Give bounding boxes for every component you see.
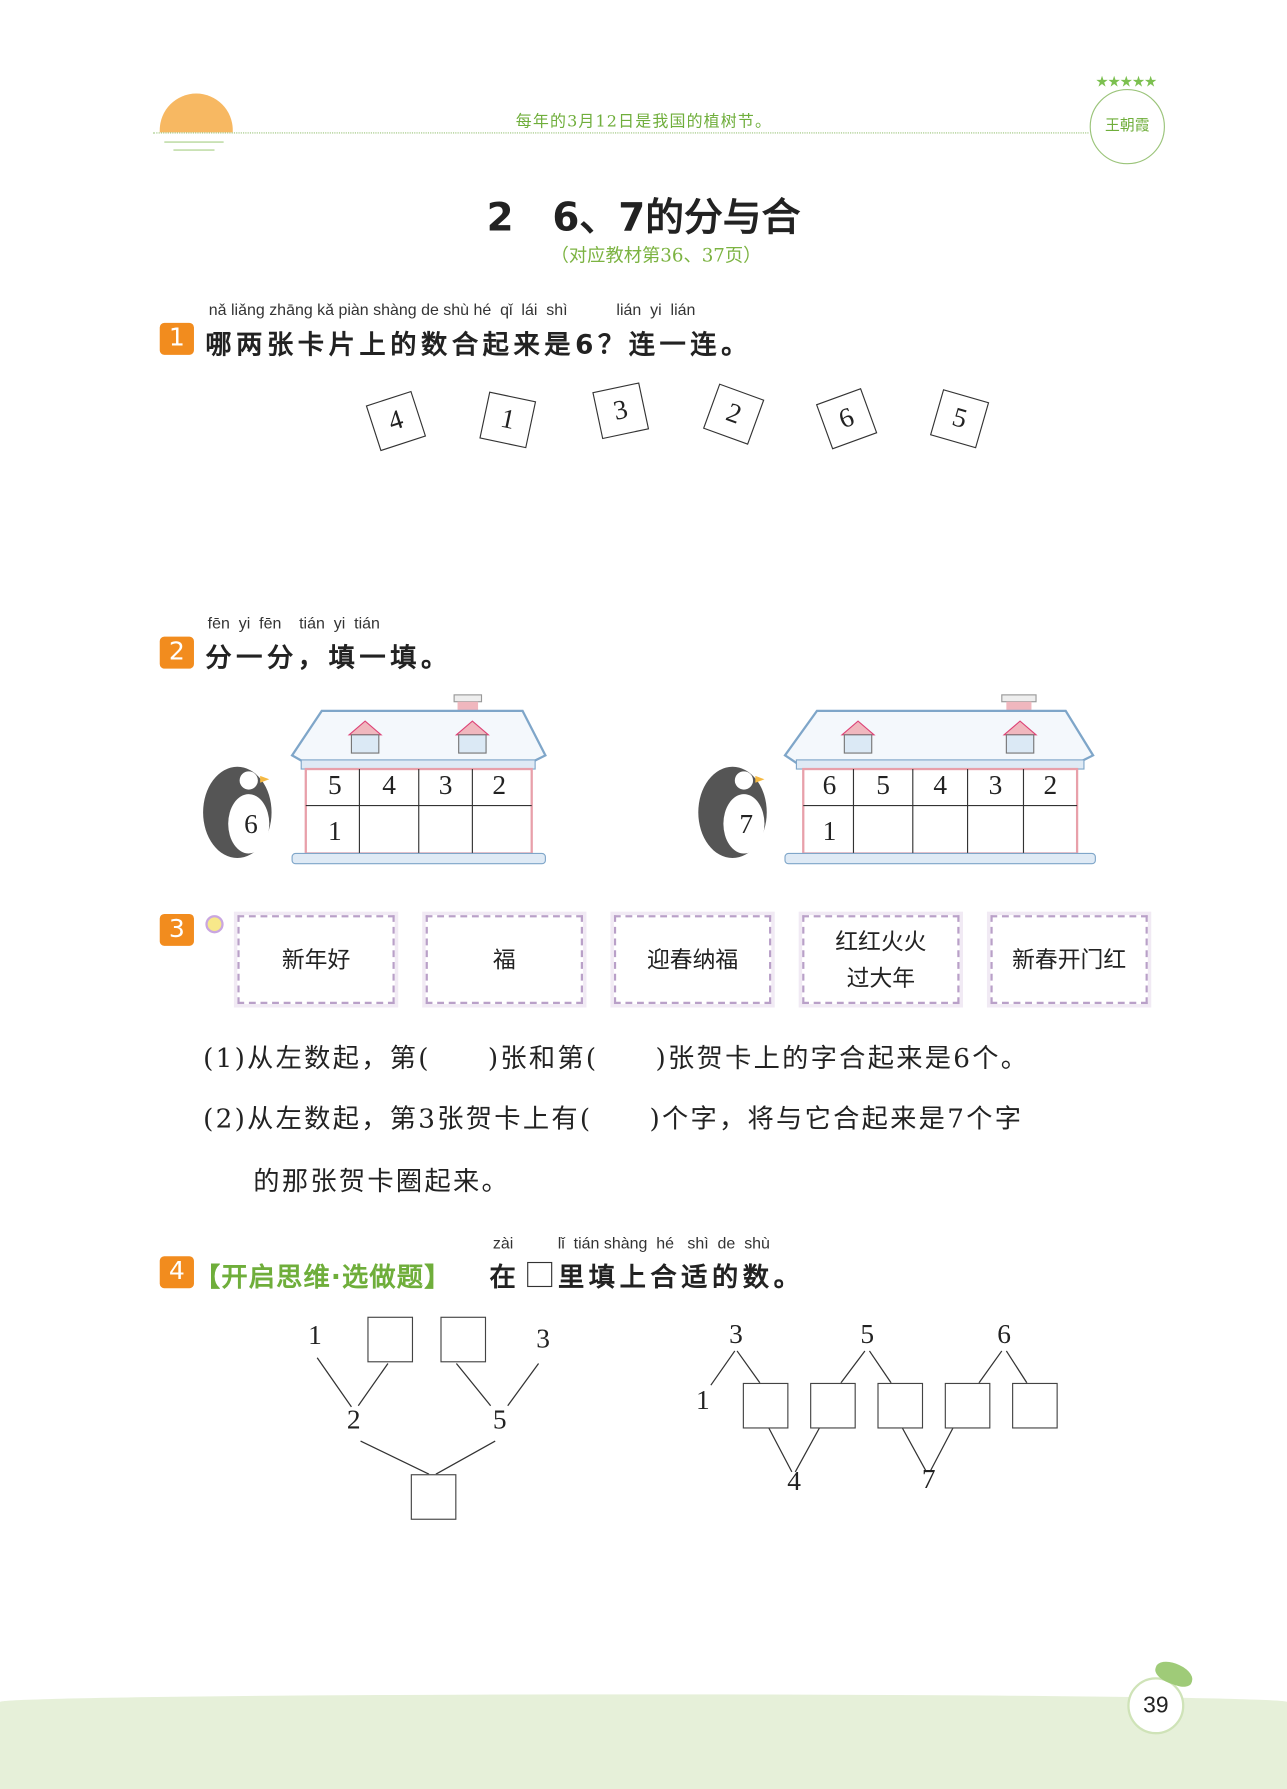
q3-question-1: (1)从左数起，第( )张和第( )张贺卡上的字合起来是6个。 [203, 1044, 1030, 1074]
water-lines [164, 141, 224, 143]
penguin-number: 6 [244, 810, 258, 840]
stars-icon: ★★★★★ [1095, 74, 1157, 92]
penguin-icon [203, 766, 272, 859]
square-symbol [527, 1261, 553, 1288]
q2-number-badge: 2 [159, 636, 194, 669]
answer-box[interactable] [810, 1382, 856, 1429]
house-cell: 3 [988, 771, 1003, 801]
answer-box[interactable] [944, 1382, 991, 1429]
header-tip: 每年的3月12日是我国的植树节。 [515, 112, 773, 132]
q2-pinyin: fēn yi fēn tián yi tián [207, 613, 380, 633]
answer-box[interactable] [440, 1316, 487, 1363]
tree-number: 1 [696, 1386, 710, 1416]
answer-box[interactable] [1012, 1382, 1058, 1429]
q4-text-b: 里填上合适的数。 [557, 1263, 805, 1293]
tree-number: 4 [787, 1467, 801, 1497]
house-cell: 3 [438, 771, 453, 801]
house-cell: 6 [822, 771, 837, 801]
q2-text: 分一分，填一填。 [205, 643, 452, 674]
tree-number: 5 [860, 1320, 875, 1350]
greeting-card[interactable]: 福 [422, 911, 587, 1008]
tree-number: 2 [346, 1405, 361, 1436]
tree-number: 3 [536, 1324, 550, 1355]
lightbulb-icon [205, 915, 224, 934]
answer-box[interactable] [877, 1382, 924, 1429]
house-cell: 4 [933, 771, 948, 801]
q1-number-badge: 1 [159, 322, 194, 355]
page-subtitle: （对应教材第36、37页） [550, 244, 762, 266]
q3-number-badge: 3 [159, 913, 194, 946]
penguin-icon [698, 766, 767, 859]
house-cell: 5 [328, 771, 342, 801]
house-cell: 2 [1043, 771, 1058, 801]
page-number: 39 [1143, 1693, 1169, 1719]
tree-number: 3 [729, 1320, 743, 1350]
greeting-card[interactable]: 红红火火 过大年 [798, 911, 964, 1008]
house-cell: 5 [876, 771, 890, 801]
houses-illustration [203, 694, 1096, 865]
answer-box[interactable] [410, 1474, 457, 1520]
house-right [783, 694, 1096, 865]
water-line-2 [173, 149, 215, 151]
brand-logo-text: 王朝霞 [1105, 117, 1150, 135]
brand-logo: 王朝霞 [1089, 88, 1165, 165]
tree-number: 1 [308, 1321, 322, 1351]
page-number-badge: 39 [1127, 1677, 1185, 1735]
q4-pinyin: zài lǐ tián shàng hé shì de shù [492, 1233, 770, 1252]
q4-tag: 【开启思维·选做题】 [193, 1263, 452, 1293]
house-left [290, 694, 547, 865]
tree-number: 7 [921, 1465, 936, 1495]
greeting-card[interactable]: 新春开门红 [986, 911, 1152, 1008]
answer-box[interactable] [367, 1316, 414, 1363]
q3-question-2-cont: 的那张贺卡圈起来。 [253, 1167, 511, 1197]
penguin-number: 7 [739, 810, 754, 840]
q1-pinyin: nǎ liǎng zhāng kǎ piàn shàng de shù hé q… [208, 300, 696, 319]
house-cell: 2 [492, 771, 507, 801]
page-title: 2 6、7的分与合 [486, 195, 801, 241]
house-cell-input[interactable]: 1 [822, 816, 837, 847]
house-cell-input[interactable]: 1 [328, 816, 342, 847]
greeting-card[interactable]: 新年好 [233, 911, 399, 1008]
house-cell: 4 [382, 771, 396, 801]
q4-text-a: 在 [489, 1263, 521, 1293]
greeting-card[interactable]: 迎春纳福 [610, 911, 775, 1008]
tree-number: 5 [492, 1405, 507, 1436]
tree-number: 6 [997, 1320, 1011, 1350]
q3-question-2: (2)从左数起，第3张贺卡上有( )个字，将与它合起来是7个字 [203, 1104, 1024, 1135]
header-line [152, 132, 1089, 134]
answer-box[interactable] [742, 1382, 789, 1429]
q1-text: 哪两张卡片上的数合起来是6？连一连。 [205, 330, 752, 361]
footer-band [0, 1694, 1287, 1789]
q4-number-badge: 4 [159, 1256, 194, 1289]
